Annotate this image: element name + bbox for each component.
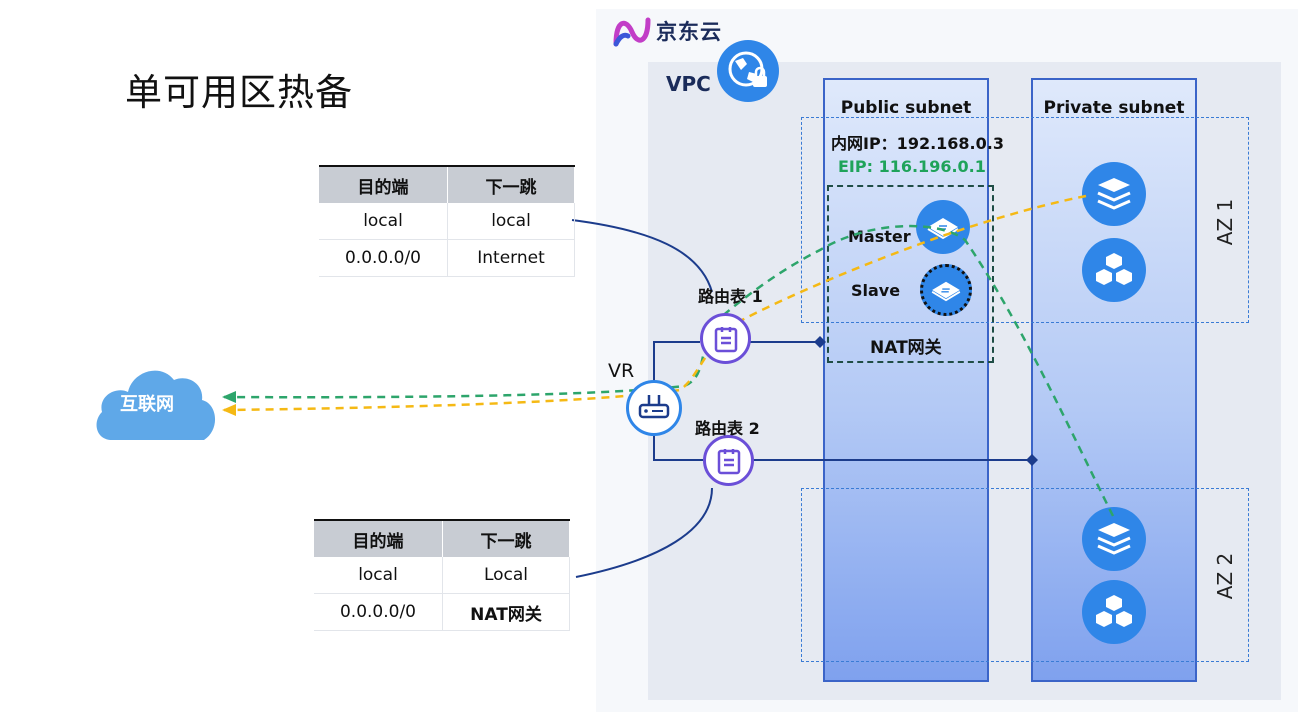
rt1-cell: local [319, 203, 448, 240]
vr-router-icon [626, 380, 682, 436]
internet-cloud: 互联网 [90, 356, 220, 444]
container-cubes-icon-az2 [1082, 580, 1146, 644]
route-table-2-label: 路由表 2 [695, 419, 760, 438]
container-cubes-icon-az1 [1082, 238, 1146, 302]
brand-name: 京东云 [656, 20, 722, 44]
private-subnet-title: Private subnet [1043, 98, 1185, 118]
route-table-2-icon [703, 435, 754, 486]
brand-logo: 京东云 [612, 14, 722, 48]
rt2-header-dest: 目的端 [314, 519, 443, 557]
line-vr-rt2 [653, 426, 703, 461]
nat-slave-icon [920, 264, 972, 316]
rt1-cell: 0.0.0.0/0 [319, 239, 448, 277]
rt2-cell: local [314, 557, 443, 594]
page-title: 单可用区热备 [125, 71, 353, 114]
public-subnet-title: Public subnet [840, 98, 972, 118]
public-subnet: Public subnet [823, 78, 989, 682]
rt2-cell: 0.0.0.0/0 [314, 593, 443, 631]
jdcloud-logo-icon [613, 17, 651, 47]
slave-label: Slave [851, 281, 901, 300]
rt1-cell: local [447, 203, 575, 240]
table-row: 0.0.0.0/0 Internet [319, 239, 575, 277]
rt1-cell: Internet [447, 239, 575, 277]
line-vr-rt1 [653, 341, 700, 382]
route-table-1-grid: 目的端 下一跳 local local 0.0.0.0/0 Internet [319, 165, 575, 277]
table-row: local Local [314, 557, 570, 594]
rt2-header-nexthop: 下一跳 [442, 519, 570, 557]
rt1-header-nexthop: 下一跳 [447, 165, 575, 203]
nat-gateway-box [827, 185, 994, 363]
cloud-server-icon-az1 [1082, 162, 1146, 226]
rt2-cell: NAT网关 [442, 593, 570, 631]
cloud-icon [96, 370, 216, 440]
internet-label: 互联网 [120, 394, 174, 415]
nat-eip: EIP: 116.196.0.1 [838, 157, 986, 176]
route-table-1-label: 路由表 1 [698, 287, 763, 306]
callout-line-table-2 [575, 487, 713, 578]
master-label: Master [848, 227, 911, 246]
table-row: 0.0.0.0/0 NAT网关 [314, 593, 570, 631]
vpc-label: VPC [666, 72, 711, 96]
cloud-server-icon-az2 [1082, 507, 1146, 571]
table-row: local local [319, 203, 575, 240]
rt2-cell: Local [442, 557, 570, 594]
nat-gateway-label: NAT网关 [870, 338, 942, 358]
route-table-2-grid: 目的端 下一跳 local Local 0.0.0.0/0 NAT网关 [314, 519, 570, 631]
vr-label: VR [608, 360, 635, 382]
vpc-globe-lock-icon [717, 40, 779, 102]
nat-internal-ip: 内网IP：192.168.0.3 [831, 134, 1004, 153]
rt1-header-dest: 目的端 [319, 165, 448, 203]
az2-zone [801, 488, 1249, 662]
callout-line-table-1 [571, 219, 713, 293]
az1-zone [801, 117, 1249, 323]
green-traffic-path [223, 224, 1115, 517]
route-table-1-icon [700, 313, 751, 364]
